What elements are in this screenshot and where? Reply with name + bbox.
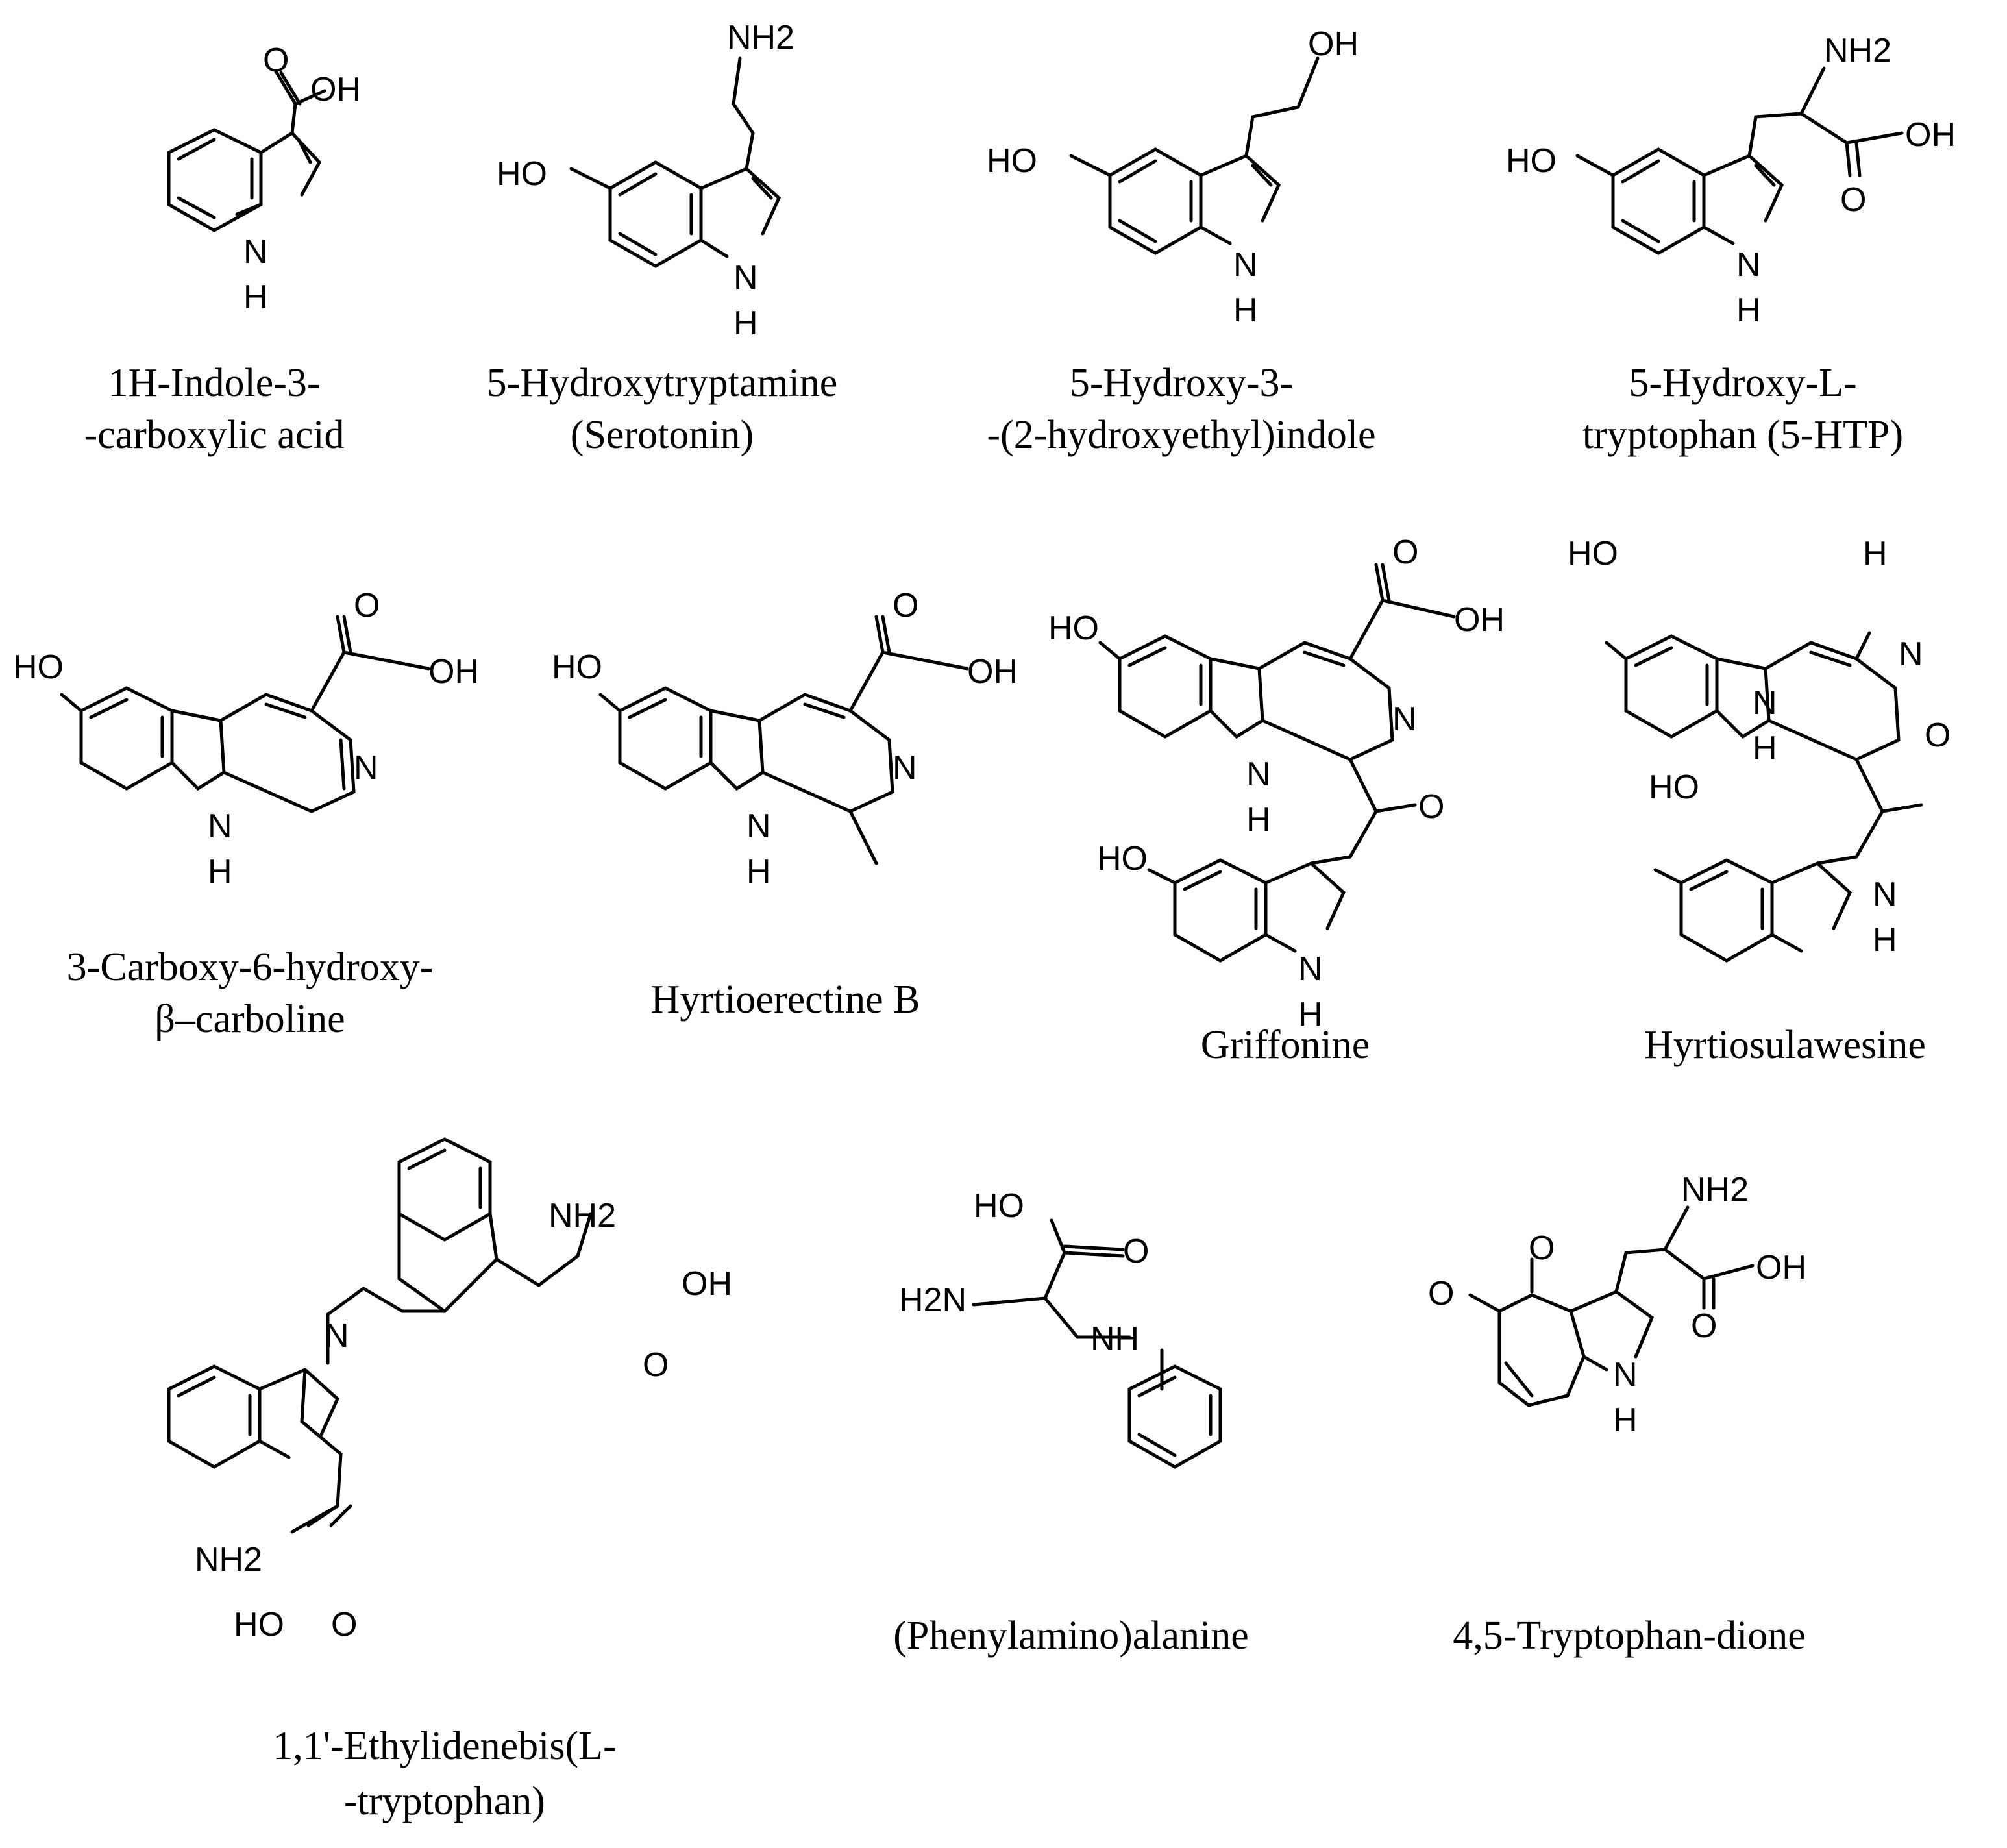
structure-indole-3-carboxylic-acid: O OH N H 1H-Indole-3- -carboxylic acid (84, 42, 361, 457)
atom-ho: HO (1048, 610, 1099, 647)
structure-5-htp: HO NH2 OH O N H 5-Hydroxy-L- tryptophan … (1506, 32, 1956, 457)
atom-h: H (1233, 291, 1258, 329)
atom-oh: OH (1308, 25, 1359, 63)
atom-oh: OH (310, 71, 361, 108)
atom-n: N (746, 807, 771, 845)
atom-o: O (1840, 181, 1866, 219)
structure-hyrtioerectine-b: HO O OH N N H Hyrtioerectine B (552, 587, 1018, 1022)
atom-nh: NH (1090, 1320, 1139, 1358)
atom-n: N (893, 749, 917, 787)
atom-oh: OH (1454, 601, 1505, 639)
atom-nh2: NH2 (548, 1197, 616, 1235)
atom-ho: HO (987, 142, 1037, 180)
atom-n: N (1753, 684, 1777, 722)
compound-5-name-line2: β–carboline (154, 997, 345, 1041)
atom-o: O (1123, 1233, 1149, 1270)
atom-h: H (1298, 996, 1323, 1033)
structure-phenylamino-alanine: HO O H2N NH (Phenylamino)alanine (893, 1187, 1249, 1658)
atom-n: N (1736, 246, 1761, 284)
compound-9-name-line2: -tryptophan) (344, 1779, 545, 1823)
atom-ho: HO (1649, 769, 1699, 806)
compound-1-name-line2: -carboxylic acid (84, 413, 344, 457)
atom-nh2: NH2 (1681, 1171, 1749, 1209)
compound-3-name-line1: 5-Hydroxy-3- (1070, 361, 1293, 405)
compound-10-name-line1: (Phenylamino)alanine (893, 1614, 1249, 1658)
atom-ho: HO (1506, 142, 1557, 180)
atom-o: O (1529, 1229, 1555, 1267)
atom-n: N (325, 1317, 349, 1355)
compound-7-name-line1: Griffonine (1201, 1023, 1370, 1067)
atom-h: H (1863, 535, 1888, 573)
structure-carboxy-hydroxy-carboline: HO O OH N N H 3-Carboxy-6-hydroxy- β–car… (13, 587, 479, 1041)
atom-o: O (893, 587, 918, 624)
atom-h: H (1246, 801, 1271, 839)
compound-5-name-line1: 3-Carboxy-6-hydroxy- (67, 945, 434, 989)
atom-o: O (643, 1346, 669, 1384)
atom-h2n: H2N (899, 1281, 967, 1319)
atom-ho: HO (1568, 535, 1618, 573)
atom-h: H (243, 278, 268, 316)
atom-ho: HO (13, 648, 64, 686)
atom-oh: OH (682, 1265, 732, 1303)
atom-nh2: NH2 (1824, 32, 1891, 69)
atom-o: O (331, 1606, 357, 1644)
atom-h: H (1613, 1401, 1638, 1439)
atom-h: H (733, 304, 758, 342)
compound-6-name-line1: Hyrtioerectine B (651, 978, 920, 1022)
atom-ho: HO (234, 1606, 284, 1644)
atom-h: H (1873, 921, 1897, 959)
atom-n: N (1233, 246, 1258, 284)
atom-h: H (208, 853, 232, 891)
compound-1-name-line1: 1H-Indole-3- (108, 361, 320, 405)
compound-8-name-line1: Hyrtiosulawesine (1644, 1023, 1926, 1067)
atom-n: N (1392, 700, 1417, 738)
compound-9-name-line1: 1,1'-Ethylidenebis(L- (273, 1724, 616, 1768)
compound-11-name-line1: 4,5-Tryptophan-dione (1453, 1614, 1806, 1658)
atom-n: N (1613, 1356, 1638, 1394)
compound-4-name-line2: tryptophan (5-HTP) (1582, 413, 1903, 457)
atom-h: H (746, 853, 771, 891)
atom-o: O (263, 42, 289, 79)
atom-o: O (1925, 717, 1951, 754)
atom-ho: HO (974, 1187, 1024, 1225)
atom-nh2: NH2 (195, 1541, 262, 1579)
compound-4-name-line1: 5-Hydroxy-L- (1629, 361, 1856, 405)
atom-nh2: NH2 (727, 19, 794, 56)
structure-hydroxyethyl-indole: HO OH N H 5-Hydroxy-3- -(2-hydroxyethyl)… (987, 25, 1376, 457)
atom-ho: HO (497, 155, 547, 193)
atom-h: H (1736, 291, 1761, 329)
atom-oh: OH (1905, 116, 1956, 154)
atom-o: O (1428, 1275, 1454, 1312)
atom-n: N (208, 807, 232, 845)
atom-o: O (1418, 788, 1444, 826)
atom-o: O (1392, 534, 1418, 571)
atom-oh: OH (1756, 1249, 1806, 1287)
structure-ethylidenebis-tryptophan: NH2 OH O N NH2 HO O 1,1'-Ethylidenebis(L… (167, 1137, 732, 1823)
structure-serotonin: HO NH2 N H 5-Hydroxytryptamine (Serotoni… (487, 19, 838, 457)
atom-o: O (1691, 1307, 1717, 1345)
compound-2-name-line2: (Serotonin) (571, 413, 754, 457)
atom-ho: HO (1097, 840, 1148, 878)
atom-nh: N (1873, 876, 1897, 913)
atom-o: O (354, 587, 380, 624)
atom-n: N (243, 233, 268, 271)
atom-oh: OH (428, 653, 479, 691)
atom-oh: OH (967, 653, 1018, 691)
compound-2-name-line1: 5-Hydroxytryptamine (487, 361, 838, 405)
atom-ho: HO (552, 648, 602, 686)
atom-n: N (354, 749, 378, 787)
atom-nh: N (1298, 950, 1323, 988)
structure-tryptophan-dione: O O NH2 OH O N H 4,5-Tryptophan-dione (1428, 1171, 1806, 1658)
structure-hyrtiosulawesine: HO H N N H O HO N H Hyrtiosulawesine (1568, 535, 1951, 1067)
atom-n: N (1246, 756, 1271, 793)
atom-n: N (1899, 635, 1923, 673)
atom-n: N (733, 259, 758, 297)
structure-griffonine: HO O OH N N H O HO N H Griffonine (1048, 534, 1505, 1067)
compound-3-name-line2: -(2-hydroxyethyl)indole (987, 413, 1375, 457)
atom-h: H (1753, 730, 1777, 767)
